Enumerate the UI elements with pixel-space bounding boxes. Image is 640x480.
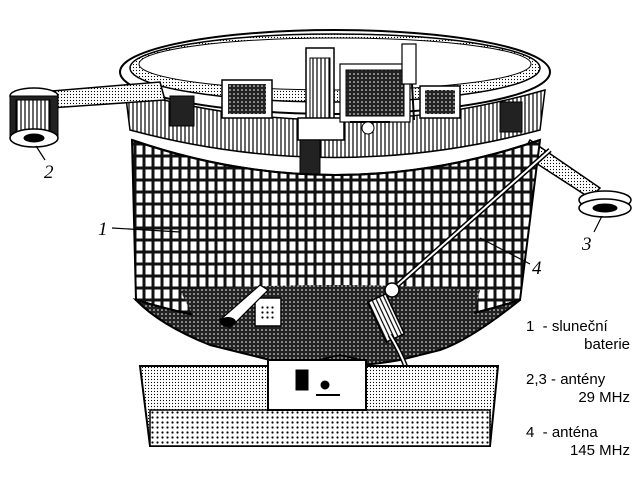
top-mechanism: [297, 43, 417, 191]
legend-dash: -: [546, 371, 561, 388]
legend-item-antennas-29: 2,3 - antény 29 MHz: [526, 371, 636, 407]
legend-sublabel: 29 MHz: [578, 389, 630, 406]
legend-item-solar: 1 - sluneční baterie: [526, 318, 636, 354]
left-antenna: [9, 81, 166, 148]
callout-2: 2: [44, 162, 54, 183]
legend-num: 1: [526, 318, 535, 335]
legend-num: 2,3: [526, 371, 547, 388]
legend-dash: -: [534, 424, 552, 441]
legend-sublabel: 145 MHz: [569, 442, 630, 459]
legend-label: sluneční: [551, 318, 608, 335]
leader-lines: [35, 145, 603, 265]
legend-label: antény: [560, 371, 606, 388]
legend-num: 4: [526, 424, 535, 441]
bottom-cone: [132, 284, 521, 367]
callout-1: 1: [98, 219, 108, 240]
legend-item-antenna-145: 4 - anténa 145 MHz: [526, 424, 636, 460]
base-box: [138, 354, 500, 447]
legend: 1 - sluneční baterie 2,3 - antény 29 MHz…: [526, 318, 636, 477]
callout-4: 4: [532, 258, 542, 279]
legend-dash: -: [534, 318, 552, 335]
legend-sublabel: baterie: [584, 336, 630, 353]
callout-3: 3: [581, 234, 592, 255]
legend-label: anténa: [551, 424, 598, 441]
